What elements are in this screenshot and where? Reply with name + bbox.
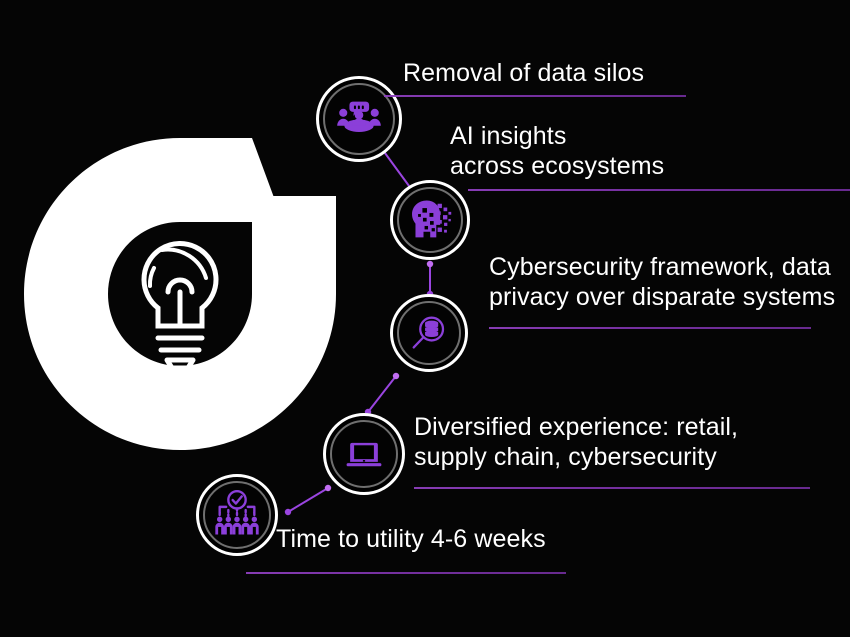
node-ring-outer: [196, 474, 278, 556]
logo-graphic: [24, 138, 336, 450]
callout-diversified-experience: Diversified experience: retail, supply c…: [414, 413, 739, 471]
magnifier-database-icon: [408, 312, 450, 354]
node-diversified-experience[interactable]: [323, 413, 405, 495]
ai-head-pixels-icon: [404, 194, 456, 246]
callout-time-to-utility: Time to utility 4-6 weeks: [276, 525, 546, 553]
node-time-to-utility[interactable]: [196, 474, 278, 556]
logo-g-shape: [24, 138, 336, 450]
laptop-icon: [345, 435, 383, 473]
rule-diversified-experience: [414, 487, 810, 489]
rule-ai-insights: [468, 189, 850, 191]
rule-removal-of-data-silos: [384, 95, 686, 97]
node-ring-outer: [390, 180, 470, 260]
callout-removal-of-data-silos: Removal of data silos: [403, 59, 645, 87]
node-cybersecurity-framework[interactable]: [390, 294, 468, 372]
team-approval-icon: [211, 489, 263, 541]
node-ring-outer: [316, 76, 402, 162]
company-logo: [24, 138, 336, 450]
node-ring-outer: [323, 413, 405, 495]
lightbulb-icon: [141, 241, 219, 371]
node-ring-outer: [390, 294, 468, 372]
callout-cybersecurity-framework: Cybersecurity framework, data privacy ov…: [489, 253, 836, 311]
collaboration-people-icon: [332, 92, 386, 146]
node-removal-of-data-silos[interactable]: [316, 76, 402, 162]
node-ai-insights[interactable]: [390, 180, 470, 260]
callout-ai-insights: AI insights across ecosystems: [450, 122, 665, 180]
connector-diversified-to-time: [276, 480, 342, 526]
rule-time-to-utility: [246, 572, 566, 574]
rule-cybersecurity-framework: [489, 327, 811, 329]
